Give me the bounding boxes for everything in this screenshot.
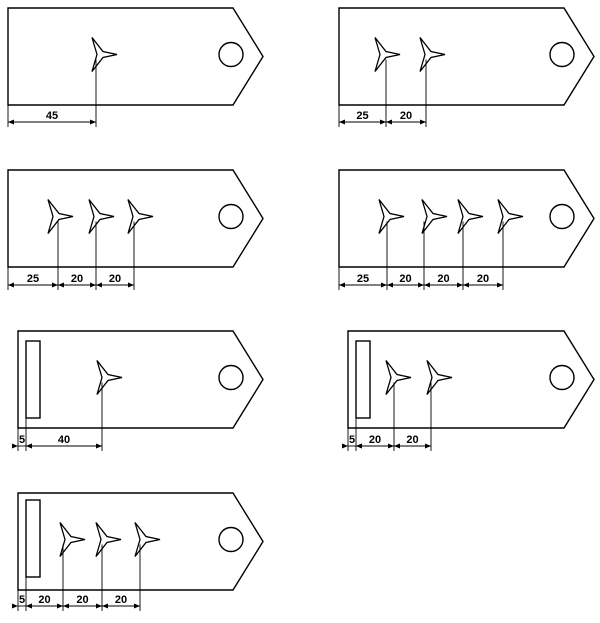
dimension-arrow: [26, 443, 32, 449]
figure-bar-one-star: 5 40: [12, 330, 264, 451]
star-2: [426, 360, 453, 395]
star-1: [385, 360, 412, 395]
dimension-arrow: [58, 282, 64, 288]
dimension-arrow: [497, 282, 503, 288]
dimension-label: 20: [477, 273, 489, 285]
star-2: [421, 199, 448, 234]
star-4: [497, 199, 524, 234]
dimension-label: 25: [356, 110, 368, 122]
dimension-label: 25: [357, 273, 369, 285]
dimension-arrow: [418, 282, 424, 288]
button-circle: [549, 203, 575, 230]
figure-four-stars: 25 20 20 20: [338, 169, 595, 290]
dimension-label: 20: [369, 434, 381, 446]
dimension-arrow: [57, 603, 63, 609]
dimension-arrow: [420, 119, 426, 125]
dimension-label: 20: [76, 594, 88, 606]
dimension-arrow: [394, 443, 400, 449]
figure-bar-two-stars: 5 20 20: [342, 330, 595, 451]
rank-bar: [25, 340, 41, 419]
dimension-arrow: [96, 603, 102, 609]
star-1: [374, 37, 401, 72]
dimension-arrow: [386, 119, 392, 125]
dimension-label: 5: [349, 434, 355, 446]
dimension-arrow: [8, 119, 14, 125]
figure-three-stars: 25 20 20: [7, 169, 264, 290]
dimension-arrow: [380, 119, 386, 125]
dimension-arrow: [381, 282, 387, 288]
dimension-label: 20: [437, 273, 449, 285]
dimension-label: 20: [115, 594, 127, 606]
button-circle: [218, 41, 244, 68]
figure-bar-three-stars: 5 20 20 20: [12, 492, 264, 611]
button-circle: [218, 203, 244, 230]
dimension-arrow: [425, 443, 431, 449]
star-1: [96, 360, 123, 395]
star-1: [47, 199, 74, 234]
figure-one-star: 45: [7, 7, 264, 127]
shoulder-board-outline: [17, 330, 264, 429]
dimension-label: 20: [399, 273, 411, 285]
dimension-arrow: [90, 282, 96, 288]
dimension-arrow: [463, 282, 469, 288]
dimension-arrow: [128, 282, 134, 288]
button-circle: [218, 526, 244, 553]
star-3: [134, 522, 161, 557]
dimension-arrow: [134, 603, 140, 609]
dimension-label: 45: [46, 110, 58, 122]
button-circle: [549, 364, 575, 391]
dimension-arrow: [52, 282, 58, 288]
dimension-arrow: [339, 282, 345, 288]
dimension-arrow: [102, 603, 108, 609]
star-1: [59, 522, 86, 557]
star-1: [91, 37, 118, 72]
dimension-arrow: [388, 443, 394, 449]
dimension-arrow: [26, 603, 32, 609]
star-2: [88, 199, 115, 234]
dimension-arrow: [457, 282, 463, 288]
dimension-label: 20: [109, 273, 121, 285]
dimension-arrow: [424, 282, 430, 288]
star-3: [457, 199, 484, 234]
figure-two-stars: 25 20: [338, 7, 595, 127]
dimension-arrow: [90, 119, 96, 125]
dimension-arrow: [96, 443, 102, 449]
dimension-label: 25: [27, 273, 39, 285]
rank-bar: [25, 499, 41, 578]
dimension-label: 40: [58, 434, 70, 446]
button-circle: [218, 364, 244, 391]
rank-bar: [355, 340, 371, 419]
dimension-label: 20: [71, 273, 83, 285]
dimension-arrow: [12, 603, 18, 609]
dimension-label: 20: [400, 110, 412, 122]
dimension-label: 20: [38, 594, 50, 606]
dimension-arrow: [12, 443, 18, 449]
button-circle: [549, 41, 575, 68]
dimension-arrow: [356, 443, 362, 449]
star-1: [378, 199, 405, 234]
dimension-arrow: [342, 443, 348, 449]
dimension-label: 5: [19, 434, 25, 446]
shoulder-board-outline: [347, 330, 595, 429]
shoulder-board-outline: [338, 7, 595, 106]
dimension-arrow: [8, 282, 14, 288]
dimension-arrow: [63, 603, 69, 609]
dimension-arrow: [387, 282, 393, 288]
dimension-label: 5: [19, 594, 25, 606]
dimension-arrow: [339, 119, 345, 125]
shoulder-board-outline: [7, 7, 264, 106]
dimension-arrow: [96, 282, 102, 288]
dimension-label: 20: [406, 434, 418, 446]
